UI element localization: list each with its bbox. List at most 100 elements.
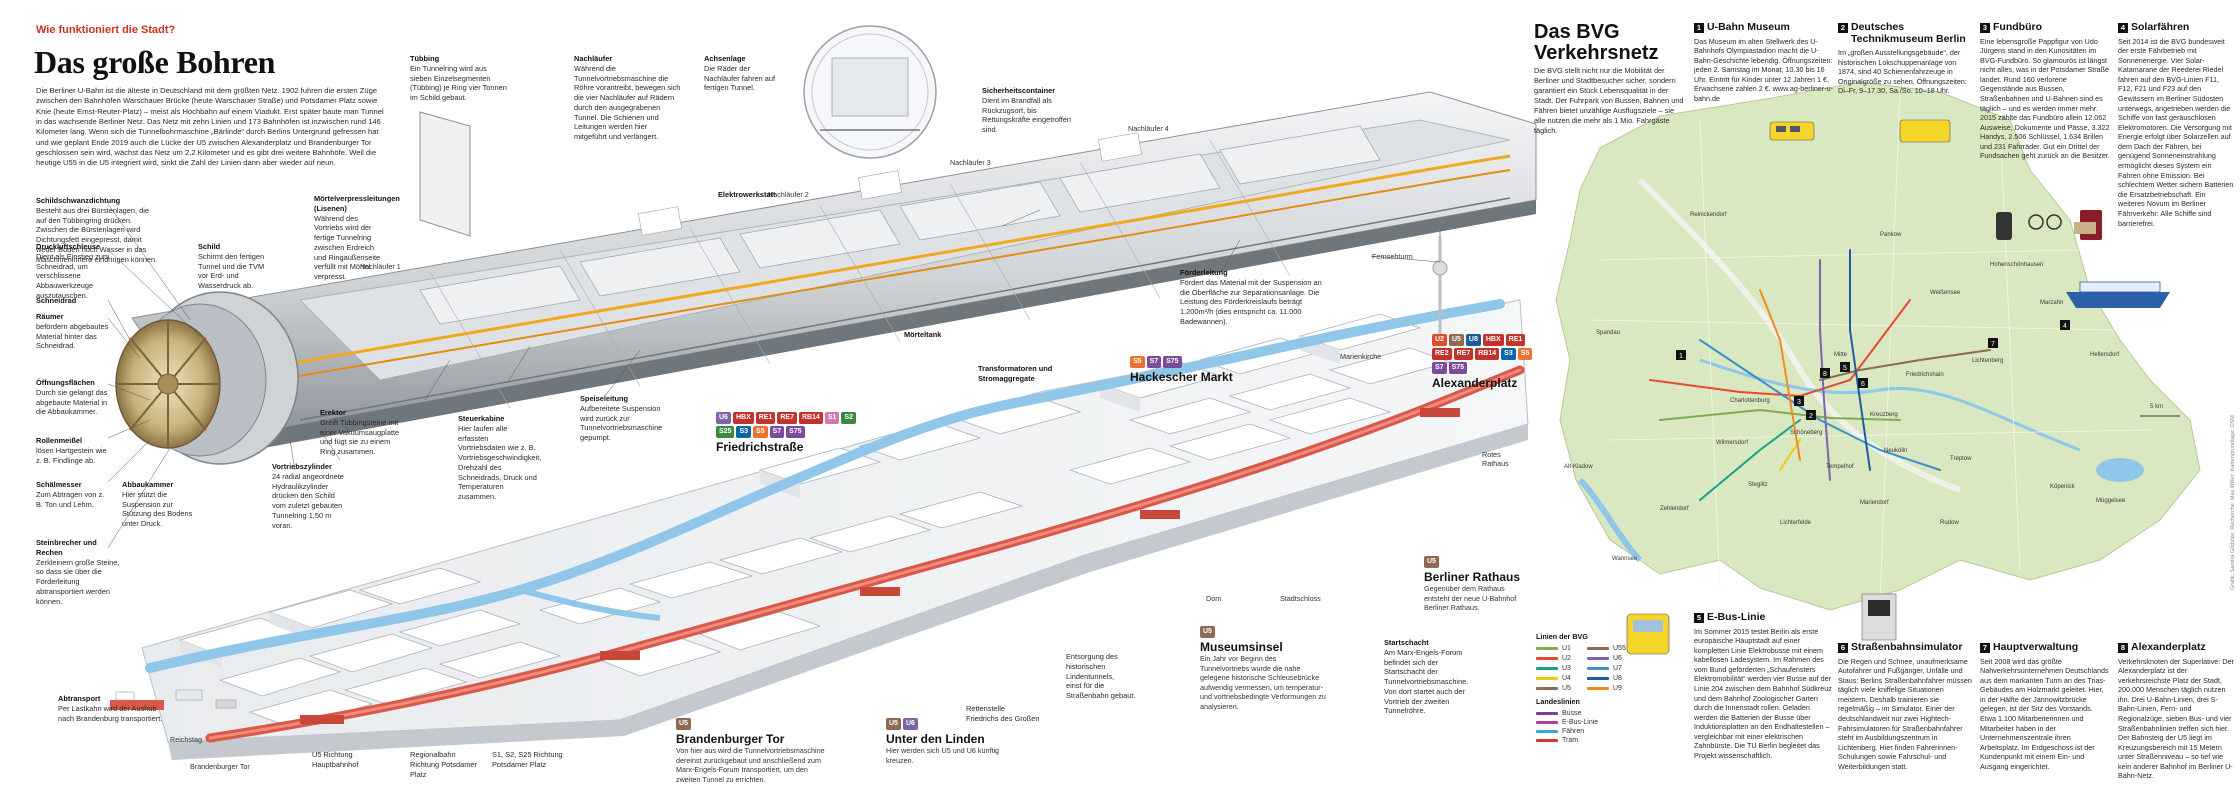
note-reiterstandbild: Rettenstelle Friedrichs des Großen xyxy=(966,704,1040,723)
map-label: Mitte xyxy=(1834,352,1848,358)
line-badge: HBX xyxy=(732,412,754,424)
station-line-badges: S5 S7 S75 xyxy=(1130,356,1233,368)
callout-moertelverpressleitungen: Mörtelverpressleitungen (Lisenen) Währen… xyxy=(314,194,400,282)
map-label: Alt-Kladow xyxy=(1564,464,1593,470)
station-name: Hackescher Markt xyxy=(1130,370,1233,384)
legend-mode-ebus: E-Bus-Linie xyxy=(1536,718,1632,727)
note-sbahn-richtung: S1, S2, S25 Richtung Potsdamer Platz xyxy=(492,750,563,769)
callout-vortriebszylinder: Vortriebszylinder 24 radial angeordnete … xyxy=(272,462,344,530)
station-friedrichstrasse: U6 HBX RE1 RE7 RB14 S1 S2 S25 S3 S5 S7 S… xyxy=(716,412,866,454)
svg-text:3: 3 xyxy=(1797,399,1801,406)
station-name: Friedrichstraße xyxy=(716,440,804,454)
svg-text:2: 2 xyxy=(1809,413,1813,420)
map-label: Hohenschönhausen xyxy=(1990,262,2044,268)
line-badge: S7 xyxy=(1146,356,1162,368)
legend-title: Linien der BVG xyxy=(1536,632,1588,641)
map-label: Pankow xyxy=(1880,232,1902,238)
legend-line-u3: U3 xyxy=(1536,664,1581,673)
callout-steuerkabine: Steuerkabine Hier laufen alle erfassten … xyxy=(458,414,542,502)
bvg-pictos xyxy=(1626,119,2170,655)
legend-line-u1: U1 xyxy=(1536,644,1581,653)
callout-achsenlage: Achsenlage Die Räder der Nachläufer fahr… xyxy=(704,54,776,93)
line-badge: RE1 xyxy=(1505,334,1526,346)
map-label: Lichtenberg xyxy=(1972,358,2004,364)
line-badge: RE7 xyxy=(1453,348,1474,360)
number-marker: 6 xyxy=(1838,643,1848,653)
line-badge: U5 xyxy=(886,718,901,730)
tbm-tube xyxy=(115,25,1537,465)
callout-oeffnungsflaechen: Öffnungsflächen Durch sie gelangt das ab… xyxy=(36,378,108,417)
label-dom: Dom xyxy=(1206,594,1222,603)
line-badge: S75 xyxy=(1448,362,1468,374)
line-badge: S5 xyxy=(1130,356,1145,368)
line-badge: S5 xyxy=(1517,348,1533,360)
map-label: Rudow xyxy=(1940,520,1959,526)
number-marker: 5 xyxy=(1694,613,1704,623)
map-label: Schöneberg xyxy=(1790,430,1823,436)
label-brandenburger-tor: Brandenburger Tor xyxy=(190,762,250,771)
line-badge: S3 xyxy=(736,426,752,438)
bvg-map: 123 456 78 xyxy=(1555,81,2201,611)
label-nachlaeufer-4: Nachläufer 4 xyxy=(1128,124,1169,133)
label-rotes-rathaus: Rotes Rathaus xyxy=(1482,450,1509,468)
line-swatch xyxy=(1536,647,1558,650)
map-label: Spandau xyxy=(1596,330,1621,336)
station-description: Von hier aus wird die Tunnelvortriebsmas… xyxy=(676,746,825,784)
line-badge: S7 xyxy=(1432,362,1447,374)
station-line-badges: U6 HBX RE1 RE7 RB14 S1 S2 S25 S3 S5 S7 S… xyxy=(716,412,866,438)
map-label: Müggelsee xyxy=(2096,498,2126,504)
line-badge: S25 xyxy=(716,426,735,438)
callout-foerderleitung: Förderleitung Fördert das Material mit d… xyxy=(1180,268,1322,326)
legend-mode-busse: Busse xyxy=(1536,709,1632,718)
map-label: Weißensee xyxy=(1930,290,1961,296)
map-legend: Linien der BVG U1 U55 U2 U6 U3 U7 U4 U8 … xyxy=(1536,632,1736,745)
label-nachlaeufer-3: Nachläufer 3 xyxy=(950,158,991,167)
station-unter-den-linden: U5 U6 Unter den Linden Hier werden sich … xyxy=(886,718,1010,765)
label-nachlaeufer-1: Nachläufer 1 xyxy=(360,262,401,271)
line-badge: S75 xyxy=(1163,356,1182,368)
station-line-badges: U5 xyxy=(676,718,834,730)
svg-text:8: 8 xyxy=(1823,371,1827,378)
line-badge: U5 xyxy=(1200,626,1215,638)
note-regionalbahn: Regionalbahn Richtung Potsdamer Platz xyxy=(410,750,477,779)
line-badge: S3 xyxy=(1501,348,1516,360)
callout-rollenmeissel: Rollenmeißel lösen Hartgestein wie z. B.… xyxy=(36,436,107,465)
station-name: Alexanderplatz xyxy=(1432,376,1518,390)
callout-elektrowerkstatt: Elektrowerkstatt xyxy=(718,190,776,199)
map-label: Kreuzberg xyxy=(1870,412,1898,418)
note-u5-richtung-hbf: U5 Richtung Hauptbahnhof xyxy=(312,750,359,769)
label-nachlaeufer-2: Nachläufer 2 xyxy=(768,190,809,199)
line-badge: RB14 xyxy=(1475,348,1500,360)
map-label: Wilmersdorf xyxy=(1716,440,1749,446)
map-label: Steglitz xyxy=(1748,482,1768,488)
station-museumsinsel: U5 Museumsinsel Ein Jahr vor Beginn des … xyxy=(1200,626,1326,711)
line-badge: S1 xyxy=(824,412,840,424)
kicker: Wie funktioniert die Stadt? xyxy=(36,24,176,36)
line-swatch xyxy=(1536,667,1558,670)
tv-tower-drawing xyxy=(1432,218,1448,336)
svg-text:6: 6 xyxy=(1861,381,1865,388)
map-label: Friedrichshain xyxy=(1906,372,1944,378)
legend-mode-tram: Tram xyxy=(1536,736,1632,745)
station-hackescher-markt: S5 S7 S75 Hackescher Markt xyxy=(1130,356,1233,384)
legend-lines: U1 U55 U2 U6 U3 U7 U4 U8 U5 U9 xyxy=(1536,644,1632,693)
station-line-badges: U2 U5 U8 HBX RE1 RE2 RE7 RB14 S3 S5 S7 S… xyxy=(1432,334,1542,374)
number-marker: 2 xyxy=(1838,23,1848,33)
svg-text:1: 1 xyxy=(1679,353,1683,360)
callout-schaelmesser: Schälmesser Zum Abtragen von z. B. Ton u… xyxy=(36,480,105,509)
line-badge: U5 xyxy=(1424,556,1439,568)
callout-erektor: Erektor Greift Tübbingsteine mit einer V… xyxy=(320,408,400,457)
callout-druckluftschleuse: Druckluftschleuse Dient als Einstieg zum… xyxy=(36,242,110,300)
label-stadtschloss: Stadtschloss xyxy=(1280,594,1321,603)
mode-swatch xyxy=(1536,739,1558,742)
line-swatch xyxy=(1587,667,1609,670)
map-label: Mariendorf xyxy=(1860,500,1889,506)
note-lindentunnel: Entsorgung des historischen Lindentunnel… xyxy=(1066,652,1136,701)
map-label: Neukölln xyxy=(1884,448,1908,454)
